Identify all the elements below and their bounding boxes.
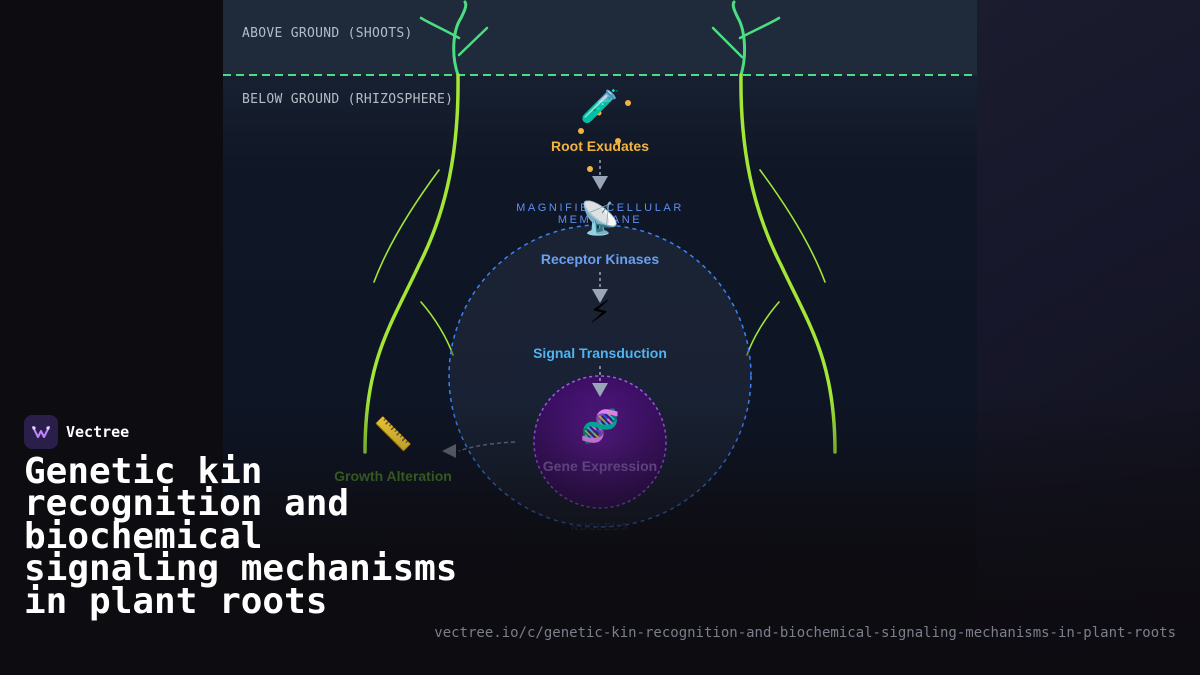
flow-arrowheads	[592, 176, 608, 397]
satellite-dish-icon: 📡	[580, 199, 620, 237]
arrow-receptor-to-signal	[592, 289, 608, 303]
gene-expression-label: Gene Expression	[542, 458, 658, 474]
ruler-icon: 📏	[373, 415, 413, 453]
brand-name: Vectree	[66, 423, 130, 441]
right-shoot	[711, 0, 781, 77]
exudate-particles	[578, 100, 631, 172]
lightning-icon: ⚡	[588, 293, 612, 331]
left-root	[363, 73, 460, 454]
brand: Vectree	[24, 415, 129, 449]
background-right	[977, 0, 1200, 675]
vectree-logo-icon	[24, 415, 58, 449]
page-title: Genetic kin recognition and biochemical …	[24, 451, 458, 622]
receptor-kinases-label: Receptor Kinases	[540, 251, 660, 267]
right-root	[739, 73, 837, 454]
nucleus-label: NUCLEUS	[570, 522, 630, 533]
above-ground-label: ABOVE GROUND (SHOOTS)	[242, 26, 413, 41]
dna-icon: 🧬	[580, 407, 620, 445]
below-ground-label: BELOW GROUND (RHIZOSPHERE)	[242, 92, 454, 107]
above-ground-zone	[223, 0, 977, 75]
signal-transduction-label: Signal Transduction	[533, 345, 667, 361]
page-url[interactable]: vectree.io/c/genetic-kin-recognition-and…	[434, 625, 1176, 641]
membrane-label: MAGNIFIED CELLULAR MEMBRANE	[516, 202, 684, 226]
left-shoot	[419, 0, 489, 77]
arrow-exudates-to-receptor	[592, 176, 608, 190]
arrow-signal-to-gene	[592, 383, 608, 397]
root-exudates-label: Root Exudates	[550, 138, 649, 154]
test-tube-icon: 🧪	[580, 87, 620, 125]
